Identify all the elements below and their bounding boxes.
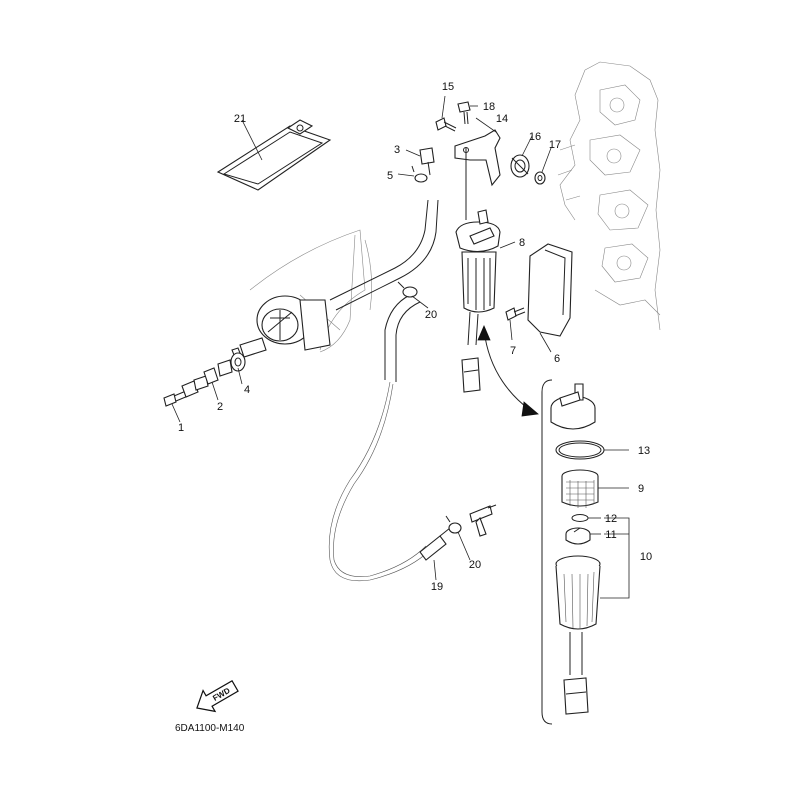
- part-clamp-20-lower: [445, 515, 462, 534]
- label-part-19: 19: [431, 581, 443, 593]
- part-bracket-14: [454, 129, 501, 187]
- tee-fitting: [469, 504, 497, 537]
- part-fuel-filter-8: [455, 148, 501, 393]
- part-pouch-21: [216, 119, 332, 191]
- label-part-12: 12: [605, 513, 617, 525]
- detail-oring-13: [555, 440, 605, 460]
- part-cover-6: [527, 243, 573, 337]
- engine-block-outline: [557, 61, 661, 331]
- detail-element-9: [561, 469, 599, 508]
- label-part-20-upper: 20: [425, 309, 437, 321]
- label-part-14: 14: [496, 113, 508, 125]
- part-bolt-18: [457, 101, 471, 125]
- fuel-hoses: [328, 199, 439, 582]
- fuel-inlet-joint: [231, 295, 331, 361]
- label-part-13: 13: [638, 445, 650, 457]
- part-labels: 1 2 3 4 5 6 7 8 9 10 11 12 13 14 15 16 1…: [178, 81, 652, 593]
- label-part-3: 3: [394, 144, 400, 156]
- part-clamp-20-upper: [397, 281, 418, 298]
- part-fitting-2: [203, 359, 233, 385]
- label-part-18: 18: [483, 101, 495, 113]
- detail-bowl-10: [555, 555, 601, 715]
- fwd-arrow-icon: FWD: [196, 679, 239, 713]
- label-part-16: 16: [529, 131, 541, 143]
- detail-float-11: [565, 527, 591, 545]
- label-part-9: 9: [638, 483, 644, 495]
- label-part-10: 10: [640, 551, 652, 563]
- detail-panel: [477, 324, 553, 725]
- leader-lines: [171, 95, 630, 599]
- label-part-11: 11: [605, 529, 616, 541]
- label-part-17: 17: [549, 139, 561, 151]
- part-bolt-1: [163, 375, 209, 407]
- label-part-7: 7: [510, 345, 516, 357]
- label-part-5: 5: [387, 170, 393, 182]
- part-collar-17: [534, 171, 546, 185]
- part-elbow-3: [419, 147, 435, 176]
- label-part-4: 4: [244, 384, 250, 396]
- label-part-6: 6: [554, 353, 560, 365]
- label-part-8: 8: [519, 237, 525, 249]
- part-clamp-5: [411, 165, 428, 183]
- detail-oring-12: [571, 514, 589, 522]
- label-part-1: 1: [178, 422, 184, 434]
- label-part-15: 15: [442, 81, 454, 93]
- diagram-code: 6DA1100-M140: [175, 723, 245, 734]
- label-part-21: 21: [234, 113, 246, 125]
- label-part-2: 2: [217, 401, 223, 413]
- part-grommet-16: [510, 154, 530, 178]
- detail-filter-cap: [550, 383, 596, 430]
- part-clip-4: [230, 352, 246, 372]
- part-bolt-15: [435, 117, 457, 132]
- part-bolt-7: [505, 307, 526, 321]
- part-hose-19: [419, 527, 451, 561]
- label-part-20-lower: 20: [469, 559, 481, 571]
